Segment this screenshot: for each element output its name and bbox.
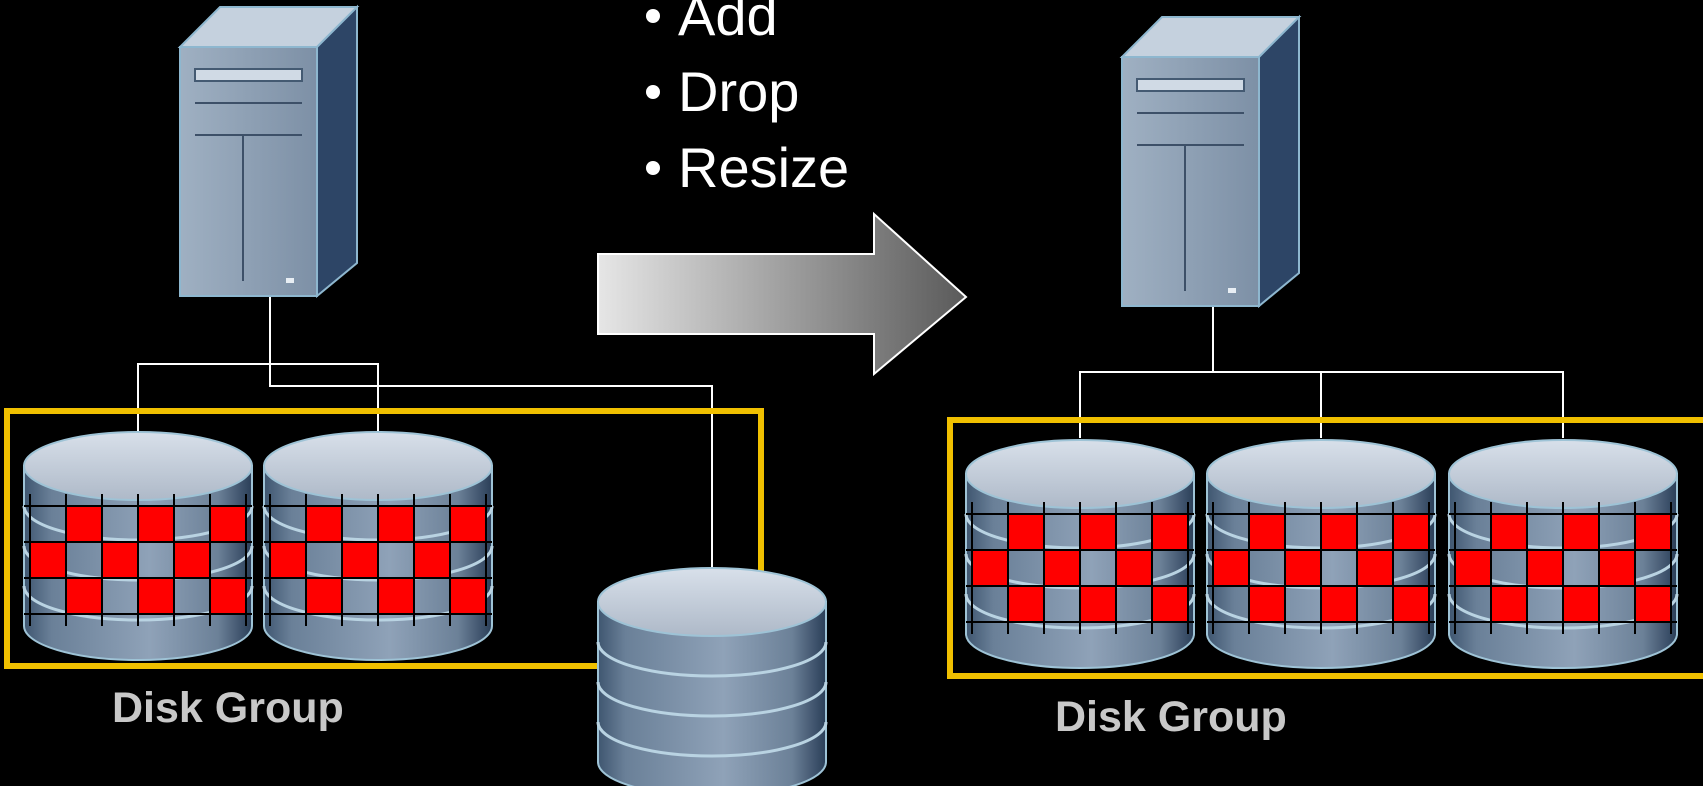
- disk-icon-striped: [22, 431, 254, 661]
- bullet-icon: [646, 9, 660, 23]
- operation-item: Add: [646, 0, 849, 54]
- disk-icon-striped: [964, 439, 1196, 669]
- disk-group-box-after: [947, 417, 1703, 679]
- stripe-block: [1116, 550, 1152, 586]
- disk-group-box-before: [4, 408, 764, 669]
- stripe-block: [306, 506, 342, 542]
- stripe-block: [1249, 514, 1285, 550]
- stripe-block: [1563, 514, 1599, 550]
- operation-label: Drop: [678, 60, 800, 123]
- stripe-block: [270, 542, 306, 578]
- stripe-block: [138, 506, 174, 542]
- stripe-block: [1635, 586, 1671, 622]
- stripe-block: [378, 578, 414, 614]
- stripe-block: [66, 506, 102, 542]
- stripe-block: [1635, 514, 1671, 550]
- stripe-block: [450, 578, 486, 614]
- stripe-block: [1213, 550, 1249, 586]
- stripe-block: [30, 542, 66, 578]
- server-icon-after: [1119, 14, 1302, 309]
- power-led: [1228, 288, 1236, 293]
- disk-icon-striped: [1205, 439, 1437, 669]
- stripe-block: [306, 578, 342, 614]
- stripe-block: [1008, 586, 1044, 622]
- stripe-block: [414, 542, 450, 578]
- stripe-block: [1285, 550, 1321, 586]
- stripe-block: [138, 578, 174, 614]
- stripe-block: [1044, 550, 1080, 586]
- stripe-block: [342, 542, 378, 578]
- stripe-block: [450, 506, 486, 542]
- stripe-block: [1321, 514, 1357, 550]
- disk-icon-striped: [262, 431, 494, 661]
- stripe-block: [102, 542, 138, 578]
- stripe-block: [1008, 514, 1044, 550]
- disk-group-caption-after: Disk Group: [1055, 693, 1287, 741]
- stripe-block: [210, 578, 246, 614]
- server-icon-before: [177, 4, 360, 299]
- stripe-block: [1393, 586, 1429, 622]
- stripe-block: [1491, 586, 1527, 622]
- stripe-block: [1563, 586, 1599, 622]
- stripe-block: [972, 550, 1008, 586]
- arrow-icon: [597, 211, 968, 377]
- operations-list: Add Drop Resize: [646, 0, 849, 206]
- operation-label: Resize: [678, 136, 850, 199]
- bullet-icon: [646, 85, 660, 99]
- stripe-block: [1491, 514, 1527, 550]
- stripe-block: [210, 506, 246, 542]
- disk-icon-new: [596, 567, 828, 786]
- stripe-block: [1455, 550, 1491, 586]
- connectors-after: [1079, 306, 1564, 438]
- stripe-block: [1152, 514, 1188, 550]
- operation-item: Drop: [646, 54, 849, 130]
- stripe-block: [1080, 586, 1116, 622]
- stripe-block: [1599, 550, 1635, 586]
- stripe-block: [1321, 586, 1357, 622]
- stripe-block: [1249, 586, 1285, 622]
- stripe-block: [1080, 514, 1116, 550]
- operation-item: Resize: [646, 130, 849, 206]
- operation-label: Add: [678, 0, 778, 47]
- disk-icon-striped: [1447, 439, 1679, 669]
- stripe-block: [1527, 550, 1563, 586]
- stripe-block: [174, 542, 210, 578]
- stripe-block: [378, 506, 414, 542]
- connectors-before: [137, 296, 713, 568]
- power-led: [286, 278, 294, 283]
- stripe-block: [1393, 514, 1429, 550]
- stripe-block: [1152, 586, 1188, 622]
- stripe-block: [66, 578, 102, 614]
- bullet-icon: [646, 161, 660, 175]
- disk-group-caption-before: Disk Group: [112, 684, 344, 732]
- stripe-block: [1357, 550, 1393, 586]
